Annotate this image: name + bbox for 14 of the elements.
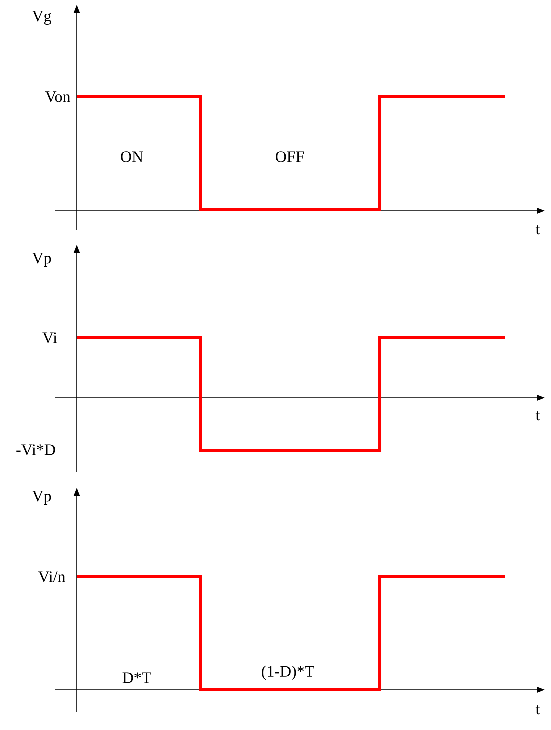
axis-label: Von	[45, 92, 71, 102]
axis-label: Vg	[32, 11, 52, 25]
axis-label: Vi/n	[38, 572, 66, 582]
axis-label: Vp	[32, 253, 52, 267]
axis-label: t	[536, 705, 540, 715]
axis-label: t	[536, 225, 540, 235]
axis-label: D*T	[122, 672, 152, 684]
axis-label: ON	[121, 152, 144, 162]
axis-label: -Vi*D	[16, 444, 56, 456]
axis-label: t	[536, 411, 540, 421]
axis-label: Vi	[42, 332, 58, 344]
axis-label: OFF	[276, 152, 304, 162]
axis-label: Vp	[32, 491, 52, 505]
axis-label: (1-D)*T	[262, 666, 314, 680]
